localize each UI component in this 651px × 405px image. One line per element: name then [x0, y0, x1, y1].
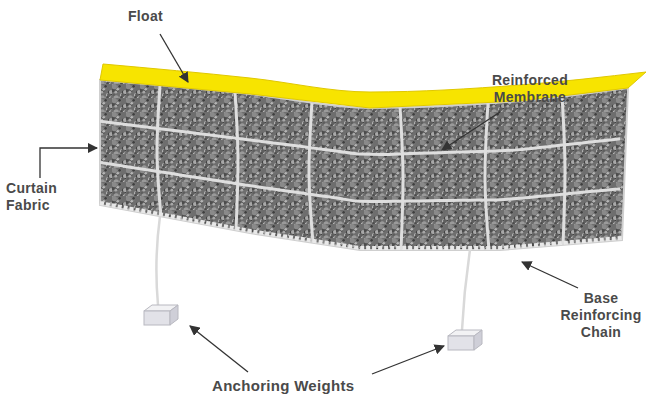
- leader-line: [40, 148, 97, 178]
- part-label: Base Reinforcing Chain: [556, 290, 646, 340]
- part-label: Float: [128, 8, 163, 25]
- anchor-line: [462, 250, 470, 330]
- anchoring-weight: [448, 330, 482, 350]
- anchoring-weight: [144, 305, 178, 325]
- leader-line: [160, 34, 188, 82]
- leader-line: [442, 112, 500, 150]
- leader-line: [372, 346, 444, 374]
- anchor-line: [156, 216, 160, 305]
- part-label: Curtain Fabric: [6, 180, 68, 214]
- membrane-grid: [100, 86, 620, 250]
- part-label: Reinforced Membrane: [478, 72, 582, 106]
- leader-line: [522, 262, 578, 288]
- base-chain: [100, 203, 622, 248]
- part-label: Anchoring Weights: [212, 377, 354, 395]
- leader-line: [190, 326, 248, 372]
